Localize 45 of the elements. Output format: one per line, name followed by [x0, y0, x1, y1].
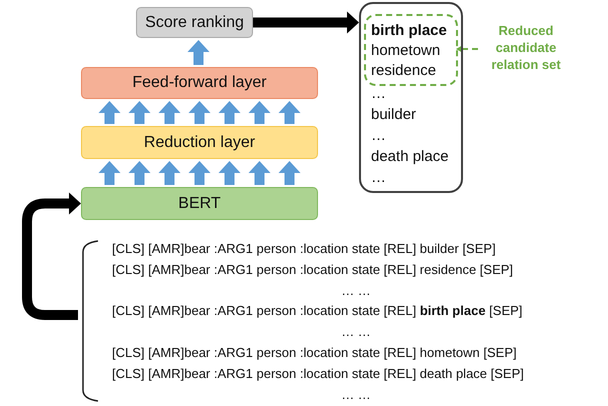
input-sequence: [CLS] [AMR]bear :ARG1 person :location state [REL] builder [SEP]: [112, 241, 496, 256]
arrow: [22, 192, 81, 320]
encoder-box: [81, 187, 318, 220]
input-sequence: [CLS] [AMR]bear :ARG1 person :location state [REL] hometown [SEP]: [112, 344, 517, 360]
candidate-set-box: [364, 14, 458, 86]
box-label: Feed-forward layer: [132, 74, 267, 92]
relation-label: …: [371, 84, 387, 104]
relation-label: residence: [371, 61, 438, 81]
input-sequence: [CLS] [AMR]bear :ARG1 person :location state [REL] residence [SEP]: [112, 262, 514, 277]
relation-label: …: [371, 126, 387, 146]
dashed-arrow: [456, 45, 478, 53]
block-arrow: [188, 40, 210, 65]
relation-label: …: [371, 168, 387, 188]
block-arrow: [218, 161, 240, 185]
input-sequence: [CLS] [AMR]bear :ARG1 person :location state [REL] death place [SEP]: [112, 366, 524, 381]
block-arrow: [128, 161, 150, 185]
relation-list-box: [359, 2, 463, 193]
block-arrow: [98, 161, 120, 185]
input-sequence: … …: [341, 386, 371, 402]
block-arrow: [98, 101, 120, 124]
block-arrow: [158, 101, 180, 124]
input-sequence: [CLS] [AMR]bear :ARG1 person :location state [REL] birth place [SEP]: [112, 303, 522, 318]
input-sequence: … …: [341, 282, 371, 298]
box-label: Reduction layer: [144, 134, 256, 152]
relation-label: hometown: [371, 41, 442, 61]
input-sequence: … …: [341, 324, 371, 340]
block-arrow: [248, 101, 270, 124]
block-arrow: [188, 101, 210, 124]
arrow: [253, 12, 359, 34]
layer-box: [81, 126, 318, 159]
box-label: Score ranking: [145, 14, 244, 32]
block-arrow: [278, 161, 300, 185]
relation-label: birth place: [371, 21, 448, 41]
annotation-text: Reduced candidate relation set: [490, 22, 562, 73]
output-box: [136, 7, 253, 38]
box-label: BERT: [178, 194, 221, 212]
relation-label: death place: [371, 147, 449, 167]
block-arrow: [278, 101, 300, 124]
block-arrow: [158, 161, 180, 185]
layer-box: [81, 67, 318, 99]
block-arrow: [248, 161, 270, 185]
block-arrow: [188, 161, 210, 185]
block-arrow: [128, 101, 150, 124]
relation-label: builder: [371, 105, 418, 125]
block-arrow: [218, 101, 240, 124]
